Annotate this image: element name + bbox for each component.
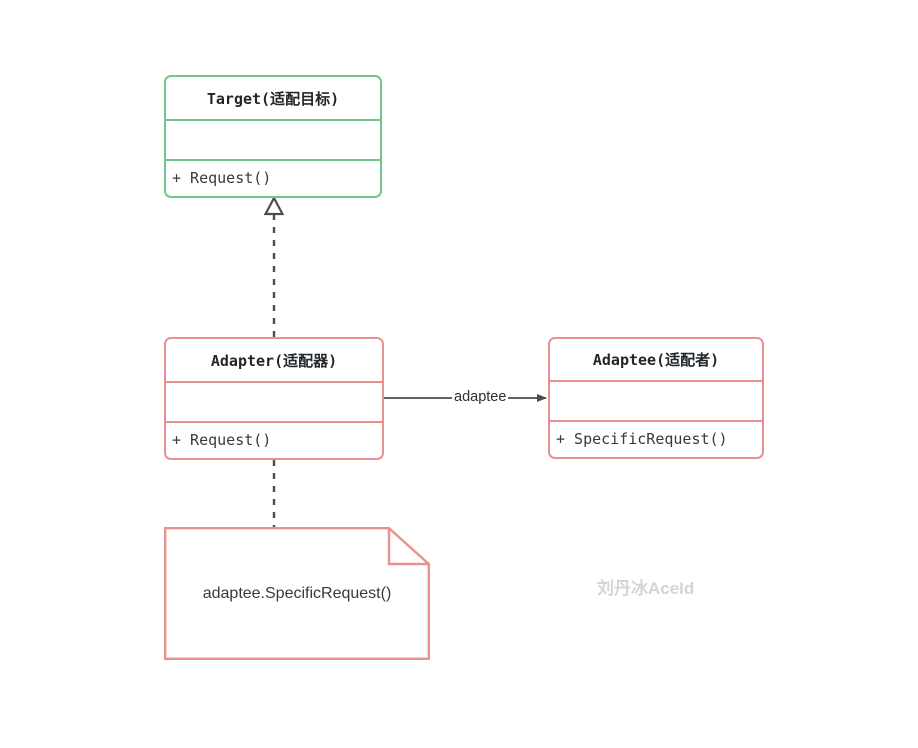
note-shape	[164, 527, 430, 660]
connector-realization-adapter-target	[263, 195, 285, 337]
uml-class-adapter-attributes	[166, 383, 382, 423]
uml-class-adapter-title: Adapter(适配器)	[166, 339, 382, 383]
uml-class-target-title: Target(适配目标)	[166, 77, 380, 121]
uml-note-text: adaptee.SpecificRequest()	[202, 584, 392, 602]
uml-member-adapter-request: + Request()	[172, 431, 272, 450]
uml-class-adaptee-operations: + SpecificRequest()	[550, 422, 762, 457]
uml-class-adaptee-title: Adaptee(适配者)	[550, 339, 762, 382]
uml-class-adapter-operations: + Request()	[166, 423, 382, 458]
uml-class-adapter[interactable]: Adapter(适配器) + Request()	[164, 337, 384, 460]
uml-note-adapter-body[interactable]: adaptee.SpecificRequest()	[164, 527, 430, 660]
uml-class-target-operations: + Request()	[166, 161, 380, 196]
watermark-text: 刘丹冰AceId	[597, 579, 695, 598]
uml-member-target-request: + Request()	[172, 169, 272, 188]
uml-member-adaptee-specificrequest: + SpecificRequest()	[556, 430, 728, 449]
uml-class-adaptee[interactable]: Adaptee(适配者) + SpecificRequest()	[548, 337, 764, 459]
uml-class-adaptee-attributes	[550, 382, 762, 422]
edge-label-adaptee: adaptee	[452, 389, 509, 405]
uml-class-target-attributes	[166, 121, 380, 161]
uml-class-target[interactable]: Target(适配目标) + Request()	[164, 75, 382, 198]
